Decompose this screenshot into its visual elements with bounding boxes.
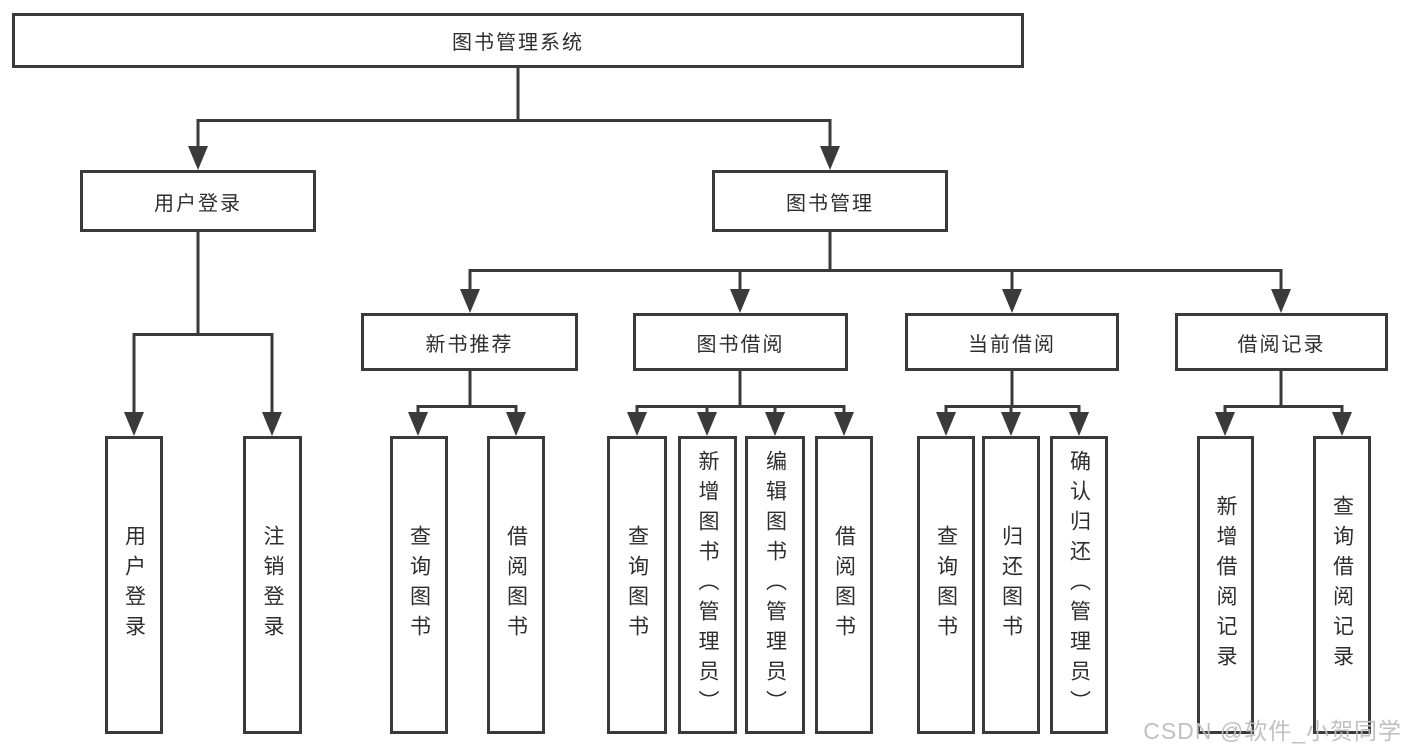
node-book-management: 图书管理 xyxy=(712,170,948,232)
watermark: CSDN @软件_小贺同学 xyxy=(1143,718,1402,744)
node-current-borrow: 当前借阅 xyxy=(905,313,1119,371)
connector-book-borrow-branch xyxy=(627,369,854,436)
leaf-query-books: 查询图书 xyxy=(607,436,667,734)
leaf-logout: 注销登录 xyxy=(243,436,302,734)
connector-current-borrow-branch xyxy=(936,369,1089,436)
leaf-confirm-return-admin: 确认归还（管理员） xyxy=(1050,436,1108,734)
node-user-login: 用户登录 xyxy=(80,170,316,232)
connector-book-management-to-level3 xyxy=(460,230,1291,313)
leaf-query-books: 查询图书 xyxy=(390,436,448,734)
node-book-borrow: 图书借阅 xyxy=(633,313,848,371)
leaf-add-borrow-record: 新增借阅记录 xyxy=(1197,436,1254,734)
leaf-borrow-books: 借阅图书 xyxy=(815,436,873,734)
node-borrow-record: 借阅记录 xyxy=(1175,313,1388,371)
leaf-query-books: 查询图书 xyxy=(917,436,975,734)
node-new-book-recommend: 新书推荐 xyxy=(361,313,578,371)
leaf-add-book-admin: 新增图书（管理员） xyxy=(678,436,737,734)
connector-user-login-branch xyxy=(124,230,282,436)
leaf-edit-book-admin: 编辑图书（管理员） xyxy=(745,436,805,734)
connector-new-book-branch xyxy=(408,369,526,436)
leaf-borrow-books: 借阅图书 xyxy=(487,436,545,734)
leaf-user-login: 用户登录 xyxy=(105,436,163,734)
connector-borrow-record-branch xyxy=(1215,369,1352,436)
leaf-query-borrow-record: 查询借阅记录 xyxy=(1313,436,1371,734)
node-library-management-system: 图书管理系统 xyxy=(12,13,1024,68)
connector-root-to-level2 xyxy=(188,66,840,170)
leaf-return-books: 归还图书 xyxy=(982,436,1040,734)
